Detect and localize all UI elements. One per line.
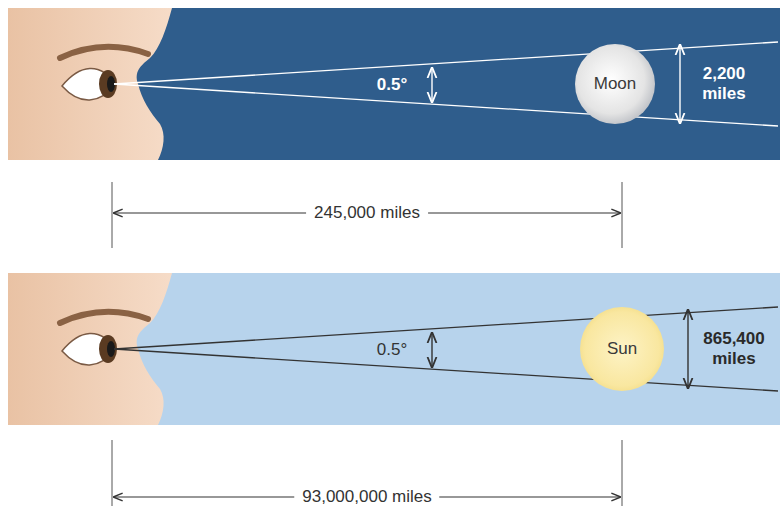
sun-panel [8,273,780,425]
sun-circle: Sun [580,307,664,391]
body-label: Sun [607,339,637,359]
angle-label: 0.5° [377,75,407,95]
face-profile [8,8,172,160]
distance-label: 245,000 miles [306,203,428,223]
diameter-label: 865,400 miles [696,329,772,368]
angle-label: 0.5° [377,340,407,360]
distance-label: 93,000,000 miles [294,487,439,506]
moon-circle: Moon [575,44,655,124]
diameter-label: 2,200 miles [693,64,755,103]
sun-disc [580,307,664,391]
moon-disc [575,44,655,124]
face-profile [8,273,172,425]
moon-panel [8,8,780,160]
body-label: Moon [594,74,637,94]
